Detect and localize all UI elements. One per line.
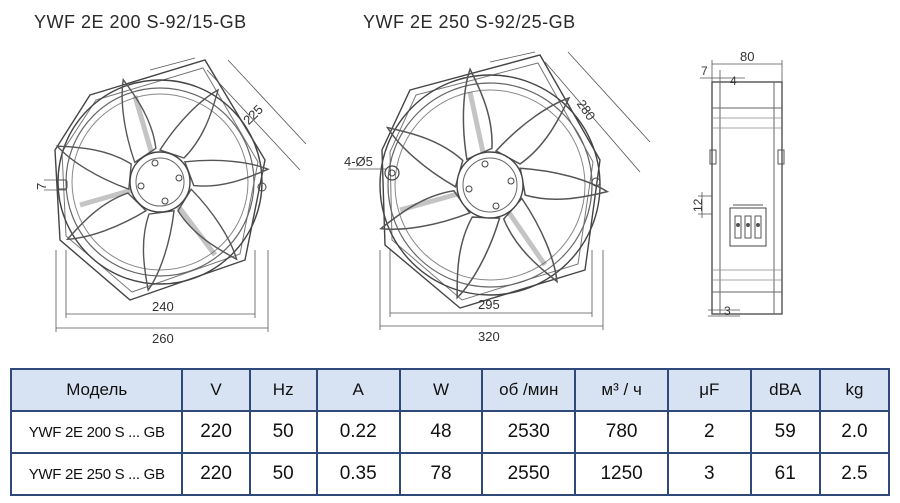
cell-airflow: 1250 bbox=[574, 452, 670, 496]
col-header-current: A bbox=[315, 368, 401, 412]
col-header-airflow: м³ / ч bbox=[574, 368, 670, 412]
cell-noise: 59 bbox=[749, 410, 821, 454]
cell-weight: 2.5 bbox=[818, 452, 891, 496]
spec-table: Модель V Hz A W об /мин м³ / ч μF dBA kg… bbox=[9, 368, 891, 496]
col-header-model: Модель bbox=[9, 368, 184, 412]
cell-power: 78 bbox=[398, 452, 484, 496]
middle-outer-width-label: 320 bbox=[478, 329, 500, 344]
cell-capacitor: 2 bbox=[667, 410, 752, 454]
technical-drawing: 225 7 240 260 bbox=[34, 49, 785, 346]
col-header-weight: kg bbox=[818, 368, 891, 412]
cell-rpm: 2530 bbox=[481, 410, 577, 454]
table-row: YWF 2E 250 S ... GB 220 50 0.35 78 2550 … bbox=[9, 452, 891, 496]
cell-current: 0.22 bbox=[315, 410, 401, 454]
left-model-title: YWF 2E 200 S-92/15-GB bbox=[34, 12, 247, 32]
cell-rpm: 2550 bbox=[481, 452, 577, 496]
col-header-voltage: V bbox=[181, 368, 251, 412]
cell-capacitor: 3 bbox=[667, 452, 752, 496]
cell-frequency: 50 bbox=[248, 452, 318, 496]
middle-holes-label: 4-Ø5 bbox=[344, 154, 373, 169]
cell-frequency: 50 bbox=[248, 410, 318, 454]
cell-weight: 2.0 bbox=[818, 410, 891, 454]
cell-power: 48 bbox=[398, 410, 484, 454]
cell-current: 0.35 bbox=[315, 452, 401, 496]
middle-fan-drawing: 4-Ø5 280 295 320 bbox=[344, 51, 651, 344]
cell-noise: 61 bbox=[749, 452, 821, 496]
cell-voltage: 220 bbox=[181, 410, 251, 454]
cell-model: YWF 2E 200 S ... GB bbox=[9, 410, 184, 454]
side-depth-label: 80 bbox=[740, 49, 754, 64]
left-fan-drawing: 225 7 240 260 bbox=[34, 57, 307, 346]
cell-voltage: 220 bbox=[181, 452, 251, 496]
side-view-drawing: 80 7 4 12 3 bbox=[691, 49, 785, 318]
side-c-label: 12 bbox=[691, 198, 705, 212]
middle-model-title: YWF 2E 250 S-92/25-GB bbox=[363, 12, 576, 32]
left-tab-label: 7 bbox=[34, 183, 49, 190]
cell-model: YWF 2E 250 S ... GB bbox=[9, 452, 184, 496]
col-header-frequency: Hz bbox=[248, 368, 318, 412]
col-header-capacitor: μF bbox=[667, 368, 752, 412]
side-a-label: 7 bbox=[701, 64, 708, 78]
side-b-label: 4 bbox=[730, 74, 737, 88]
col-header-noise: dBA bbox=[749, 368, 821, 412]
table-header-row: Модель V Hz A W об /мин м³ / ч μF dBA kg bbox=[9, 368, 891, 412]
left-outer-width-label: 260 bbox=[152, 331, 174, 346]
col-header-power: W bbox=[398, 368, 484, 412]
left-inner-width-label: 240 bbox=[152, 299, 174, 314]
col-header-rpm: об /мин bbox=[481, 368, 577, 412]
table-row: YWF 2E 200 S ... GB 220 50 0.22 48 2530 … bbox=[9, 410, 891, 454]
side-d-label: 3 bbox=[724, 304, 731, 318]
middle-inner-width-label: 295 bbox=[478, 297, 500, 312]
cell-airflow: 780 bbox=[574, 410, 670, 454]
